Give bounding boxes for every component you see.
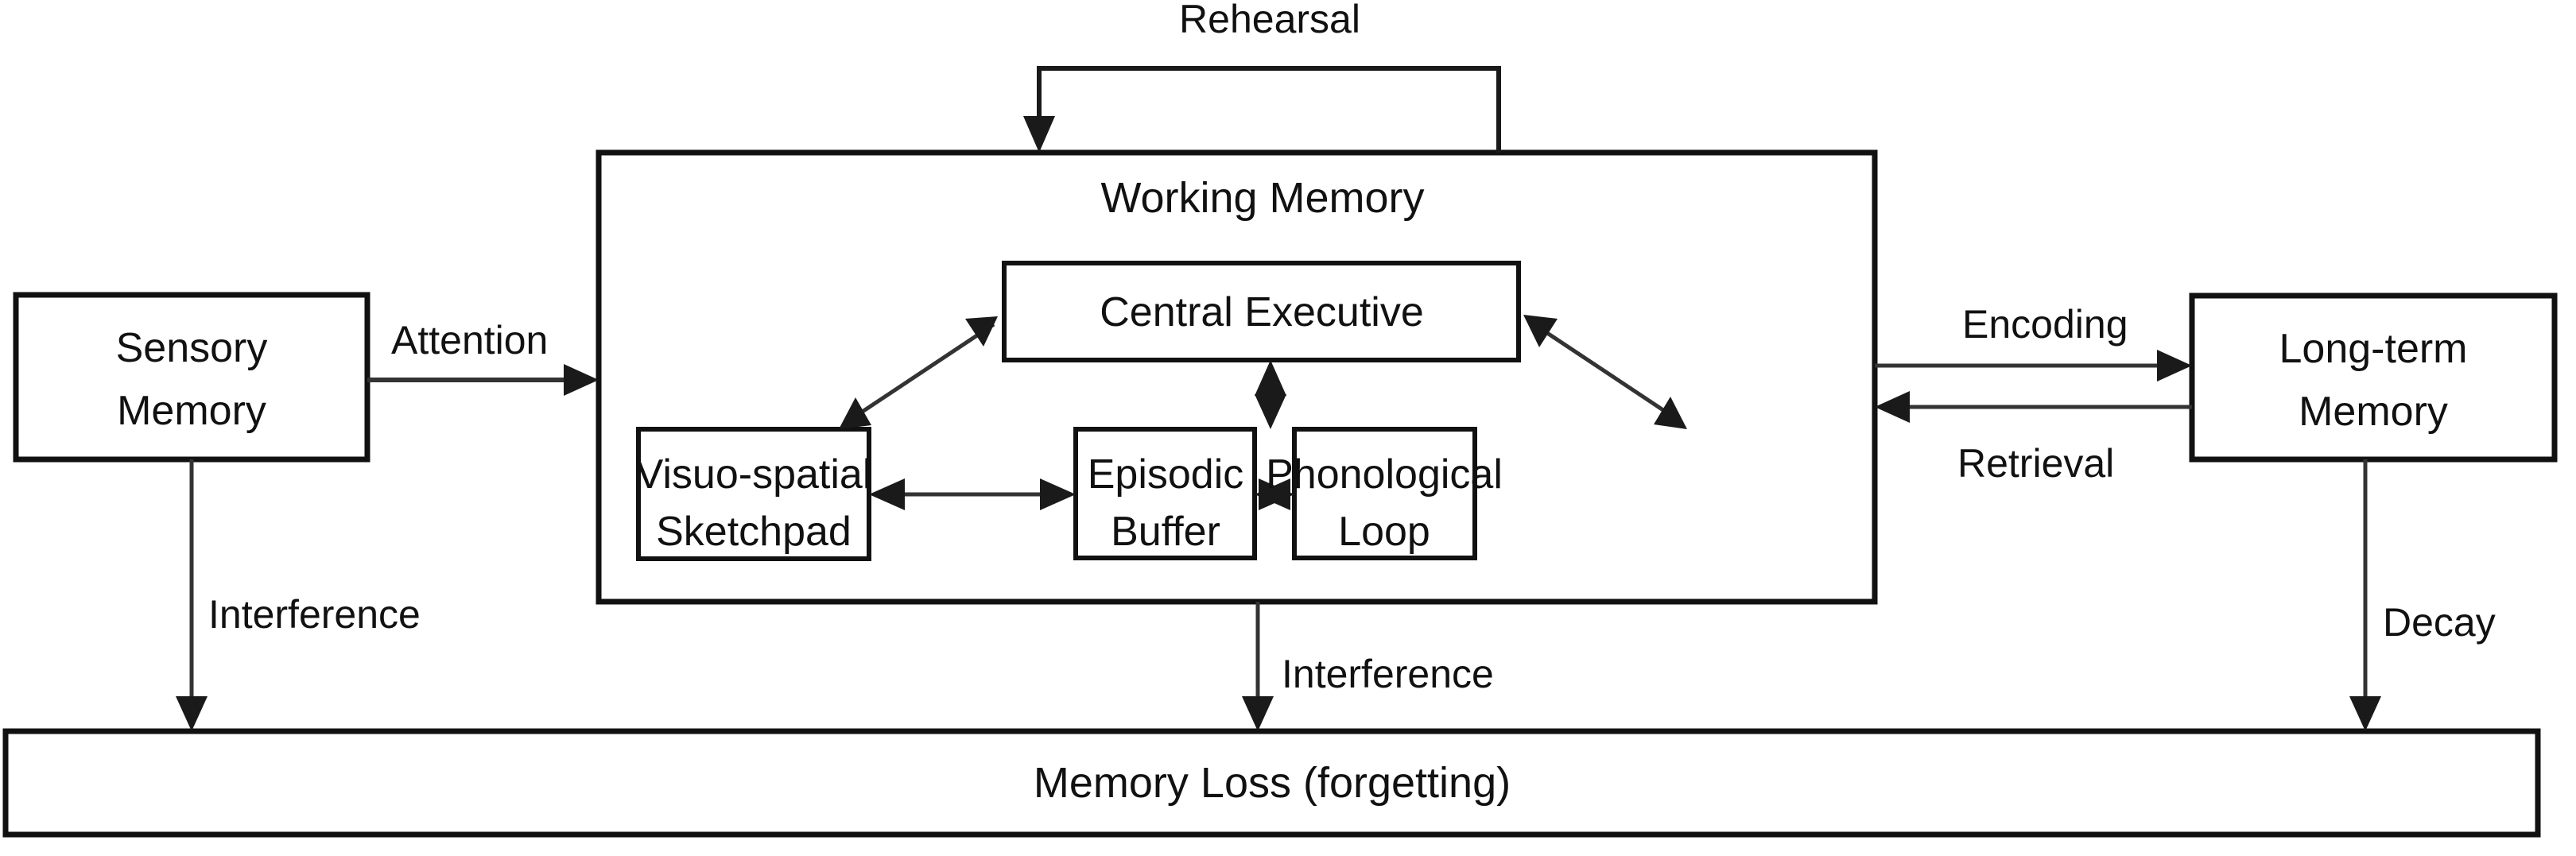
decay-label: Decay: [2383, 600, 2496, 645]
memory-loss-box[interactable]: [2, 728, 2541, 838]
rehearsal-edge: [1023, 66, 1501, 153]
interference-sensory-arrowhead: [176, 696, 208, 731]
encoding-label: Encoding: [1962, 302, 2128, 347]
attention-label: Attention: [391, 318, 548, 362]
retrieval-edge: [1875, 391, 2192, 423]
visuo-spatial-sketchpad-label-line2: Sketchpad: [656, 509, 852, 555]
phonological-loop-label-line1: Phonological: [1266, 451, 1503, 498]
central-executive-phonological-loop-edge: [1523, 315, 1687, 429]
interference-sensory-label: Interference: [208, 592, 421, 637]
sketchpad-episodic-arrowhead-left: [869, 478, 905, 510]
ce-episodic-arrowhead-up: [1255, 360, 1286, 396]
visuo-spatial-sketchpad-label-line1: Visuo-spatial: [636, 451, 872, 498]
ce-phonological-arrowhead-up: [1523, 315, 1558, 347]
visuo-spatial-sketchpad-box[interactable]: [636, 427, 871, 561]
interference-working-edge: [1242, 602, 1274, 731]
ce-phonological-arrowhead-down: [1654, 397, 1687, 429]
episodic-phonological-arrowhead-right: [1259, 478, 1294, 510]
episodic-buffer-label-line1: Episodic: [1088, 451, 1244, 498]
phonological-loop-box[interactable]: [1292, 427, 1477, 560]
sensory-memory-label-line1: Sensory: [116, 325, 268, 371]
interference-working-arrowhead: [1242, 696, 1274, 731]
retrieval-label: Retrieval: [1957, 441, 2114, 486]
decay-edge: [2349, 459, 2381, 731]
long-term-memory-box[interactable]: [2189, 292, 2558, 463]
central-executive-label: Central Executive: [1100, 289, 1424, 335]
retrieval-arrowhead: [1875, 391, 1910, 423]
working-memory-title: Working Memory: [1100, 174, 1424, 222]
sketchpad-episodic-arrowhead-right: [1040, 478, 1076, 510]
rehearsal-label: Rehearsal: [1179, 0, 1360, 41]
attention-arrowhead: [564, 364, 599, 396]
phonological-loop-label-line2: Loop: [1338, 509, 1430, 555]
central-executive-box[interactable]: [1002, 261, 1521, 362]
sensory-memory-box[interactable]: [13, 292, 370, 463]
long-term-memory-label-line2: Memory: [2299, 389, 2448, 435]
episodic-buffer-phonological-loop-edge: [1255, 478, 1294, 510]
memory-loss-label: Memory Loss (forgetting): [1034, 759, 1511, 807]
sketchpad-episodic-buffer-edge: [869, 478, 1076, 510]
decay-arrowhead: [2349, 696, 2381, 731]
episodic-buffer-box[interactable]: [1073, 427, 1257, 560]
central-executive-episodic-buffer-edge: [1255, 360, 1286, 429]
ce-episodic-arrowhead-down: [1255, 394, 1286, 429]
interference-working-label: Interference: [1282, 652, 1494, 696]
attention-edge: [367, 364, 599, 396]
long-term-memory-label-line1: Long-term: [2279, 326, 2468, 372]
encoding-edge: [1875, 350, 2192, 382]
episodic-buffer-label-line2: Buffer: [1111, 509, 1220, 555]
sensory-memory-label-line2: Memory: [117, 388, 266, 434]
interference-sensory-edge: [176, 459, 208, 731]
sketchpad-ce-arrowhead-up: [965, 316, 998, 347]
rehearsal-arrowhead: [1023, 116, 1055, 153]
sketchpad-central-executive-edge: [839, 316, 998, 429]
sketchpad-ce-arrowhead-down: [839, 397, 871, 429]
encoding-arrowhead: [2157, 350, 2192, 382]
